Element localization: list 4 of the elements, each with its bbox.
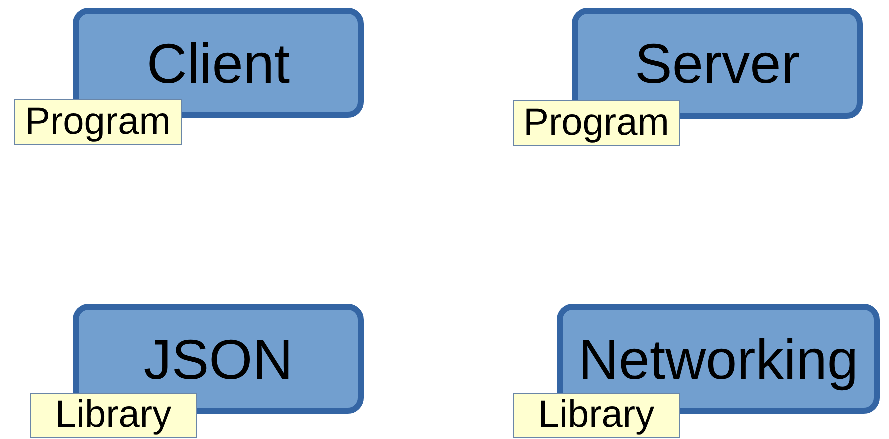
tag-label: Program [513,100,680,146]
tag-label: Library [30,393,197,438]
tag-label: Program [14,99,182,145]
tag-label: Library [513,393,680,438]
